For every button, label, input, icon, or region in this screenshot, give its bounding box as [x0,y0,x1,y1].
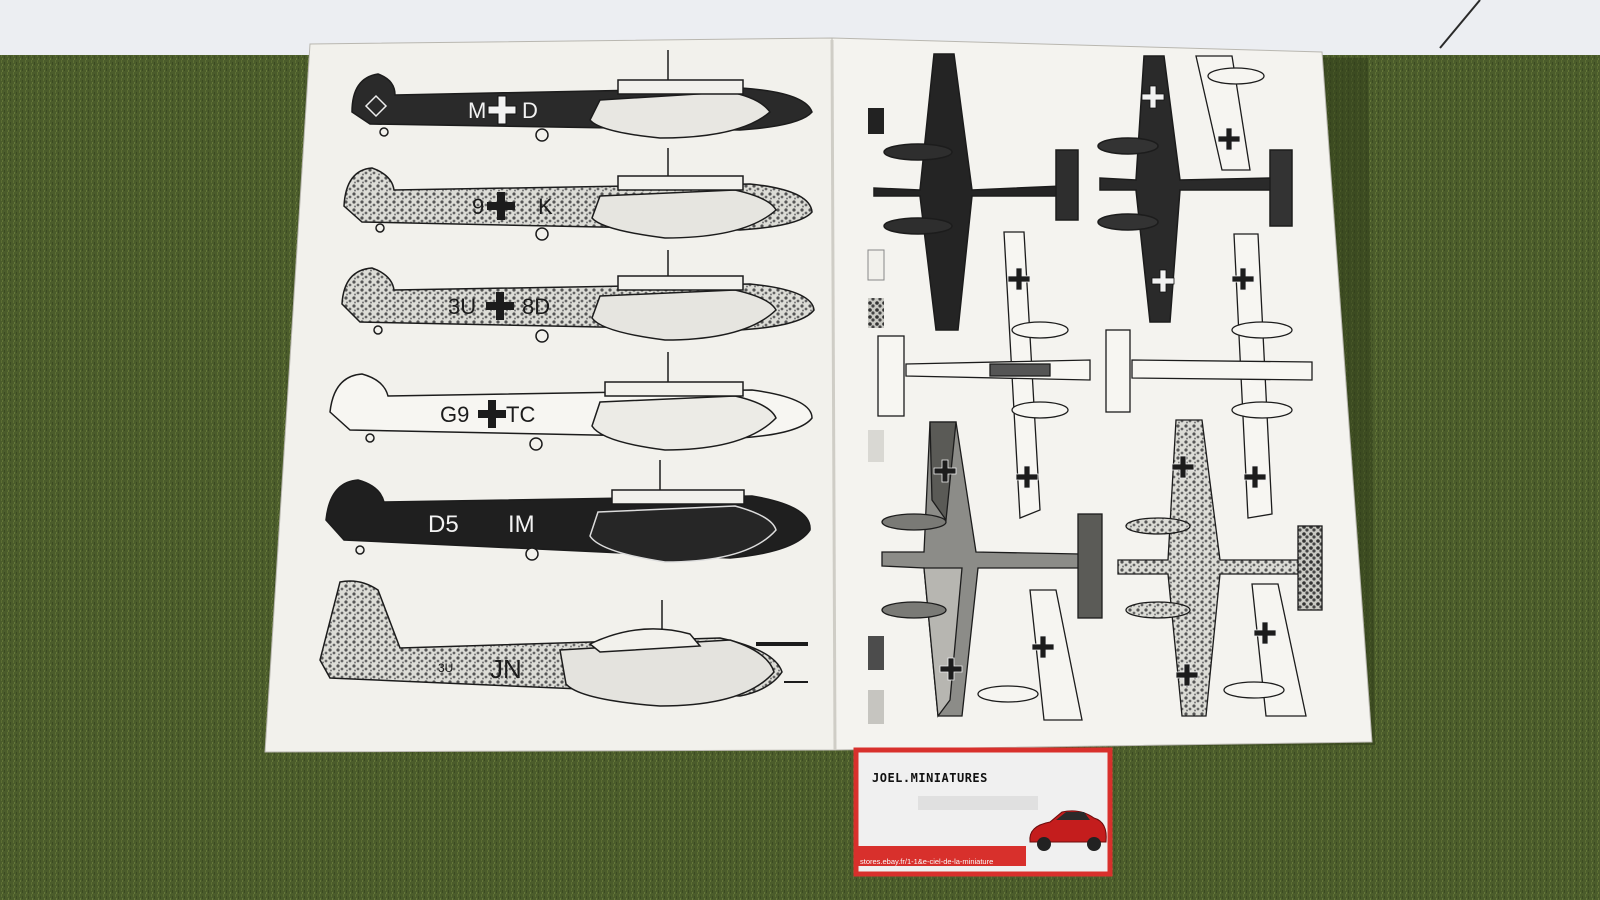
profile-5-code: D5 [428,511,459,538]
profile-5-code-b: IM [508,511,535,538]
plan-view-6 [881,421,1103,718]
profile-3-code-b: 8D [522,294,550,319]
profile-1-code: M [468,98,486,123]
plan-view-4 [877,231,1091,519]
balkenkreuz-2 [487,192,515,220]
plan-view-8 [977,589,1083,721]
balkenkreuz-3 [486,292,514,320]
aircraft-profile-2 [343,148,813,241]
plan-view-1 [873,53,1079,331]
profile-6-code-small: 3U [438,661,453,675]
profile-3-code: 3U [448,294,476,319]
aircraft-profile-5 [325,460,811,563]
plan-view-9 [1223,583,1307,717]
profile-4-code: G9 [440,402,469,427]
aircraft-profile-1 [351,50,813,142]
aircraft-profile-3 [341,250,815,343]
seller-plate-footer: stores.ebay.fr/1-1&e-ciel-de-la-miniatur… [860,857,994,866]
profile-4-code-b: TC [506,402,535,427]
plan-view-7 [1117,419,1323,717]
profile-6-code: JN [490,654,522,684]
profile-2-code-b: K [538,194,553,219]
aircraft-profile-6 [319,580,808,707]
red-car-image [1029,810,1107,851]
seller-plate [853,747,1113,877]
balkenkreuz-4 [478,400,506,428]
seller-plate-name: JOEL.MINIATURES [872,771,988,785]
balkenkreuz-1 [487,95,517,125]
spine-gutter [830,39,837,751]
balkenkreuz-markings [933,85,1277,687]
aircraft-profile-4 [329,352,813,451]
color-swatches [867,108,885,724]
plan-view-5 [1105,233,1313,519]
wall-edge-line [1439,0,1481,49]
profile-1-code-b: D [522,98,538,123]
plan-view-2 [1097,55,1293,323]
profile-2-code: 9 [472,194,484,219]
